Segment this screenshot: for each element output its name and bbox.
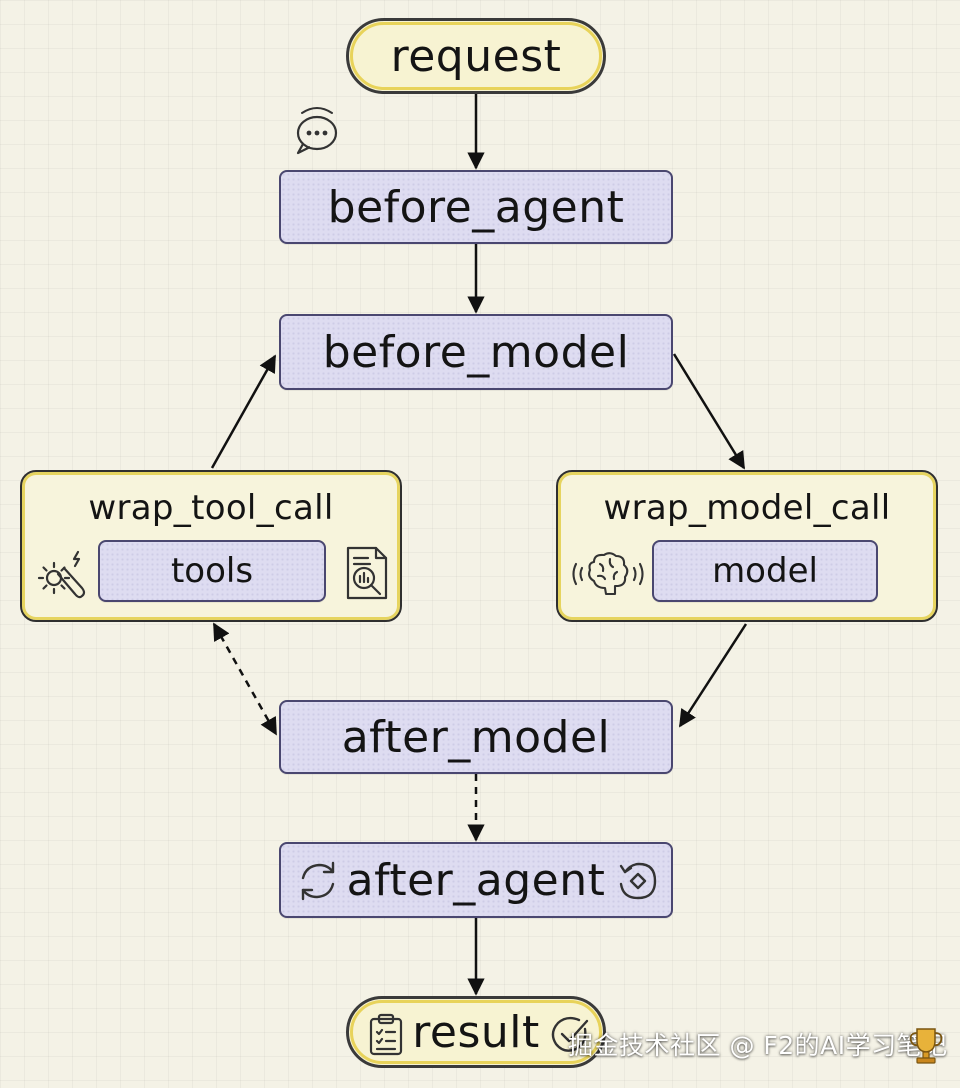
result-label: result (412, 1006, 540, 1058)
watermark: 掘金技术社区 @ F2的AI学习笔记 (568, 1026, 948, 1062)
arrow-wrap-tool-call-to-before-model (210, 354, 277, 469)
restore-icon (619, 862, 657, 900)
arrow-wrap-model-call-to-after-model (678, 623, 748, 728)
wrench-gear-icon (37, 550, 86, 599)
model-node: model (652, 540, 878, 602)
chat-bubble-icon (296, 107, 338, 155)
trophy-icon (909, 1028, 943, 1064)
brain-icon (572, 552, 644, 596)
before-model-label: before_model (322, 326, 630, 378)
arrow-tools-after-model-bidirectional (212, 622, 278, 736)
after-agent-node: after_agent (279, 842, 673, 918)
arrow-before-model-to-wrap-model-call (672, 353, 746, 470)
before-agent-label: before_agent (327, 181, 625, 233)
watermark-text: 掘金技术社区 @ F2的AI学习笔记 (568, 1031, 948, 1060)
tools-node: tools (98, 540, 326, 602)
document-search-icon (346, 546, 388, 600)
after-model-label: after_model (341, 711, 611, 763)
wrap-model-call-group: wrap_model_call model (556, 470, 938, 622)
before-model-node: before_model (279, 314, 673, 390)
request-node: request (346, 18, 606, 94)
result-node: result (346, 996, 606, 1068)
tools-label: tools (170, 551, 254, 591)
clipboard-list-icon (369, 1013, 403, 1056)
before-agent-node: before_agent (279, 170, 673, 244)
after-model-node: after_model (279, 700, 673, 774)
request-label: request (390, 30, 562, 82)
wrap-tool-call-group: wrap_tool_call tools (20, 470, 402, 622)
refresh-icon (301, 861, 335, 901)
wrap-tool-call-title: wrap_tool_call (88, 488, 334, 528)
after-agent-label: after_agent (346, 854, 606, 906)
wrap-model-call-title: wrap_model_call (603, 488, 891, 528)
check-circle-icon (551, 1016, 589, 1052)
model-label: model (712, 551, 818, 591)
